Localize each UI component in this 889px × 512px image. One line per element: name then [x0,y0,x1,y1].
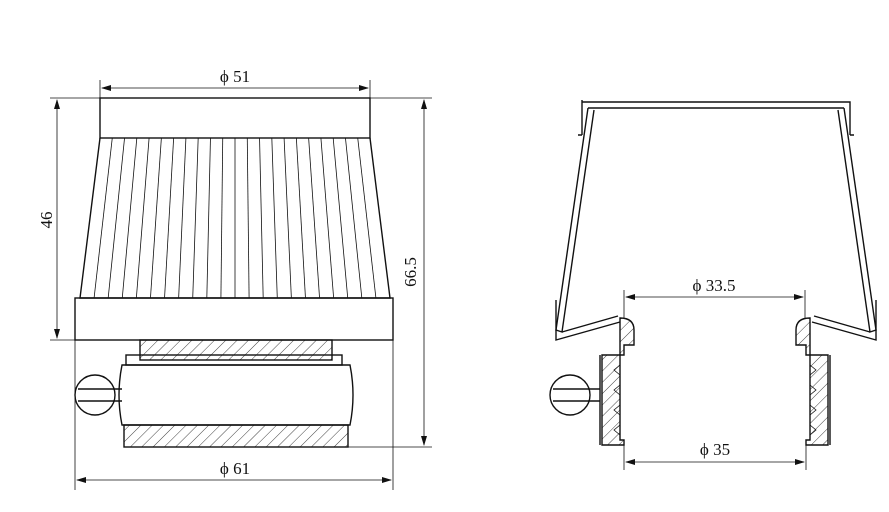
base-ring [74,297,394,341]
flange-right [811,300,877,341]
thread-right [809,364,817,436]
thread-upper [139,339,333,361]
pleat-line [345,137,363,299]
pleat-line [93,137,113,299]
section-body-left [601,317,635,446]
pleat-line [135,137,150,299]
screw-head [74,374,116,416]
pleat-line [121,137,138,299]
pleat-line [259,137,264,299]
pleat-line [295,137,306,299]
thread-left [613,364,621,436]
dim-label-height: 46 [37,212,56,229]
pleat-line [107,137,125,299]
pleat-line [192,137,199,299]
pleat-line [220,137,224,299]
thread-lower [123,424,349,448]
pleat-line [150,137,162,299]
dim-label-base-diameter: ϕ 61 [220,459,250,478]
flange-left [555,300,621,341]
pleat-line [178,137,187,299]
filter-pleats [93,137,377,299]
cup-wall-right [837,107,877,333]
exterior-view: ϕ 51 46 66.5 ϕ 61 [37,67,432,490]
pleat-line [246,137,250,299]
section-screw-head [549,374,591,416]
top-cap [99,97,371,139]
pleat-line [271,137,278,299]
dim-label-total-height: 66.5 [401,257,420,287]
section-body-right [795,317,829,446]
pleat-line [357,137,377,299]
pleat-line [283,137,292,299]
pleat-line [308,137,320,299]
cup-rim [581,100,851,135]
dim-label-inner-diameter: ϕ 33.5 [693,276,736,295]
cup-wall-left [555,107,595,333]
clamp-band [118,364,354,426]
section-view: ϕ 33.5 ϕ 35 [549,100,877,470]
pleat-line [332,137,349,299]
dim-label-top-diameter: ϕ 51 [220,67,250,86]
pleat-line [206,137,211,299]
pleat-line [164,137,175,299]
dim-label-flange-diameter: ϕ 35 [700,440,730,459]
pleat-line [320,137,335,299]
